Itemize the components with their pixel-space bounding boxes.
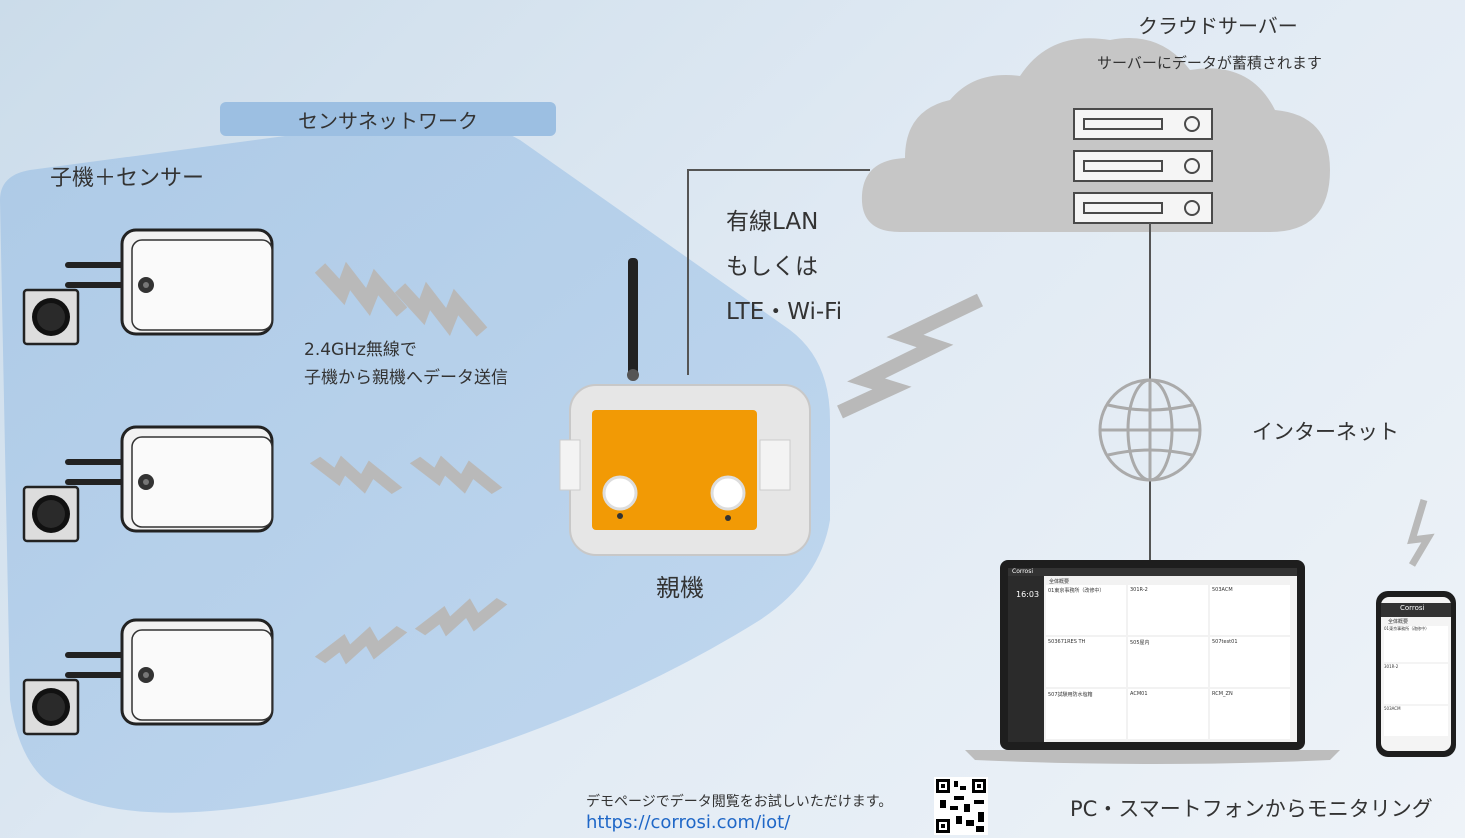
phone-card: 503ACM	[1384, 706, 1448, 736]
connection-note-line: もしくは	[726, 254, 818, 280]
laptop-card: 507test01	[1210, 637, 1290, 687]
wireless-note-line: 2.4GHz無線で	[304, 340, 417, 360]
phone-card-list: 01東京事務所（改修中） 301R-2 503ACM	[1384, 626, 1448, 736]
phone-card: 01東京事務所（改修中）	[1384, 626, 1448, 662]
monitoring-label: PC・スマートフォンからモニタリング	[1070, 797, 1433, 821]
server-icon	[1073, 108, 1213, 224]
qr-code-icon	[934, 777, 988, 835]
laptop-card: 301R-2	[1128, 585, 1208, 635]
wireless-note-line: 子機から親機へデータ送信	[304, 368, 508, 388]
internet-label: インターネット	[1252, 420, 1399, 444]
laptop-card: RCM_ZN	[1210, 689, 1290, 739]
laptop-time: 16:03	[1016, 590, 1040, 599]
laptop-header: 全体概要	[1049, 579, 1070, 585]
laptop-card: 507試験用防水塩箱	[1046, 689, 1126, 739]
laptop-card: 505屋内	[1128, 637, 1208, 687]
base-unit-label: 親機	[656, 574, 704, 602]
demo-text: デモページでデータ閲覧をお試しいただけます。	[586, 794, 893, 810]
phone-brand: Corrosi	[1400, 604, 1425, 612]
phone-card: 301R-2	[1384, 664, 1448, 704]
laptop-card: 01東京事務所（改修中）	[1046, 585, 1126, 635]
laptop-card-grid: 01東京事務所（改修中） 301R-2 503ACM 503671RES TH …	[1046, 585, 1296, 739]
laptop-card: ACM01	[1128, 689, 1208, 739]
wireless-note: 2.4GHz無線で 子機から親機へデータ送信	[304, 336, 508, 392]
laptop-card: 503671RES TH	[1046, 637, 1126, 687]
sensor-network-label: センサネットワーク	[298, 108, 478, 133]
cloud-subtitle: サーバーにデータが蓄積されます	[1097, 54, 1322, 72]
phone-header: 全体概要	[1388, 619, 1409, 625]
connection-note-line: 有線LAN	[726, 209, 819, 235]
globe-icon	[1098, 378, 1202, 482]
cloud-title: クラウドサーバー	[1138, 14, 1298, 38]
base-unit	[559, 258, 811, 556]
child-unit-label: 子機＋センサー	[50, 166, 205, 191]
sensor-network-banner: センサネットワーク	[220, 102, 556, 136]
demo-link[interactable]: https://corrosi.com/iot/	[586, 812, 791, 833]
lte-signal-icon	[837, 293, 984, 419]
wired-connection-line	[687, 169, 870, 375]
connection-note: 有線LAN もしくは LTE・Wi-Fi	[726, 200, 842, 335]
laptop-brand: Corrosi	[1012, 568, 1034, 575]
connection-note-line: LTE・Wi-Fi	[726, 299, 843, 325]
mobile-signal-icon	[1407, 498, 1435, 567]
laptop-card: 503ACM	[1210, 585, 1290, 635]
